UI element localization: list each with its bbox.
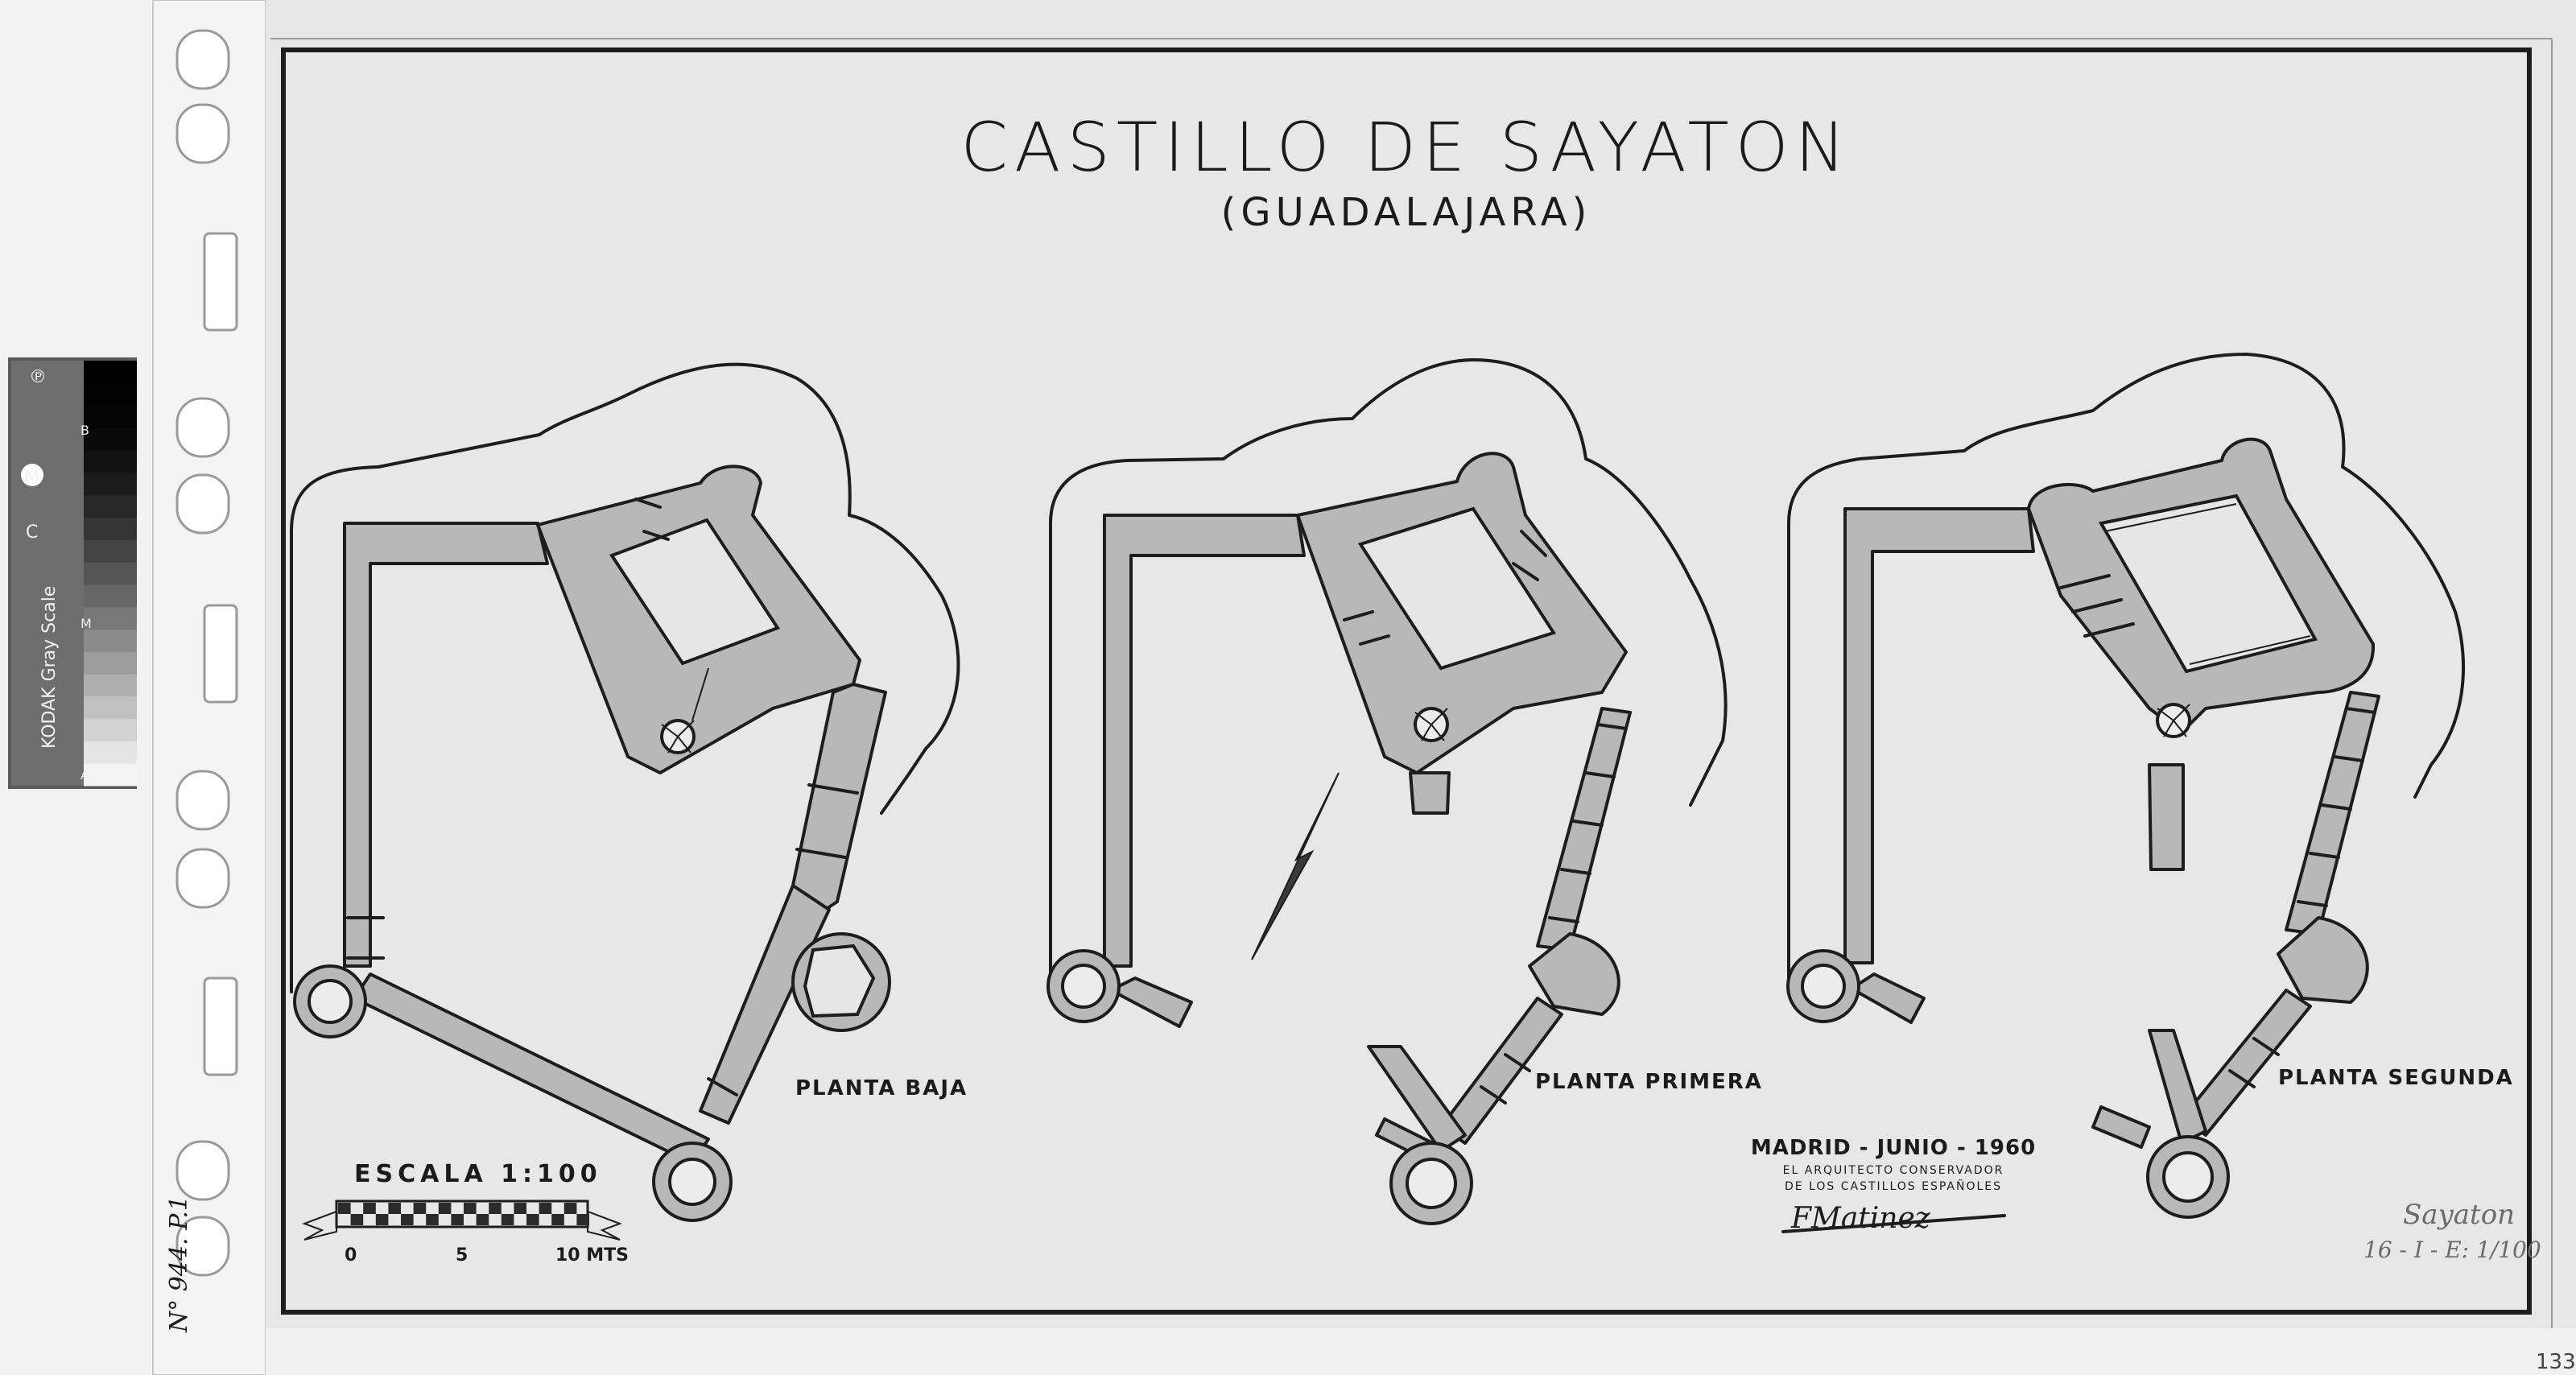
scale-cell	[476, 1214, 489, 1225]
plan-planta-segunda: PLANTA SEGUNDA	[1786, 353, 2514, 1219]
scale-cell	[539, 1203, 552, 1214]
scale-tick-0: 0	[345, 1245, 357, 1266]
place-date: MADRID - JUNIO - 1960	[1751, 1136, 2036, 1160]
gray-patch	[84, 539, 137, 563]
scale-tick-5: 5	[456, 1245, 468, 1266]
scale-cell	[526, 1214, 539, 1225]
gray-patch	[84, 405, 137, 428]
gray-patch	[84, 427, 137, 451]
gray-patch	[84, 382, 137, 407]
plan-planta-primera: PLANTA PRIMERA	[1046, 358, 1763, 1225]
scale-cell	[438, 1203, 452, 1214]
gray-patch	[84, 562, 137, 585]
scale-cell	[489, 1203, 502, 1214]
card-letter-b: B	[80, 423, 89, 438]
scale-cell	[388, 1203, 401, 1214]
scale-cell	[501, 1214, 514, 1225]
gray-patch	[84, 741, 137, 764]
card-marker-c: C	[26, 522, 38, 543]
scale-label: ESCALA 1:100	[354, 1160, 602, 1188]
gray-patch	[84, 674, 137, 697]
scale-cell	[338, 1203, 351, 1214]
scale-cell	[514, 1203, 526, 1214]
gray-patch	[84, 472, 137, 496]
gray-patch	[84, 517, 137, 540]
signature-block: MADRID - JUNIO - 1960 EL ARQUITECTO CONS…	[1751, 1136, 2036, 1235]
card-letter-a: A	[80, 767, 89, 782]
scale-cell	[576, 1214, 589, 1225]
scale-cell	[551, 1214, 564, 1225]
svg-text:℗: ℗	[29, 367, 47, 387]
gray-patch	[84, 361, 137, 384]
scale-cell	[451, 1214, 464, 1225]
scale-cell	[350, 1214, 364, 1225]
scale-bar: ESCALA 1:100 0 5 10 MTS	[302, 1160, 629, 1266]
gray-patch	[84, 629, 137, 652]
scale-tick-10: 10 MTS	[555, 1245, 629, 1266]
architect-line-1: EL ARQUITECTO CONSERVADOR	[1783, 1164, 2004, 1177]
drawing-title: CASTILLO DE SAYATON	[960, 108, 1852, 187]
gray-patch	[84, 696, 137, 720]
note-line-1: Sayaton	[2403, 1199, 2515, 1231]
card-letter-m: M	[80, 616, 92, 631]
kodak-gray-scale-card: KODAK Gray Scale A M B C M ℗	[8, 357, 137, 789]
scale-cell	[375, 1214, 389, 1225]
scale-cell	[401, 1214, 414, 1225]
scale-cell	[413, 1203, 427, 1214]
architect-line-2: DE LOS CASTILLOS ESPAÑOLES	[1785, 1179, 2002, 1193]
gray-patch	[84, 718, 137, 741]
drawing-subtitle: (GUADALAJARA)	[1221, 190, 1592, 235]
note-line-2: 16 - I - E: 1/100	[2363, 1237, 2541, 1263]
plan-label-primera: PLANTA PRIMERA	[1535, 1070, 1763, 1094]
card-marker-m: M	[24, 468, 39, 488]
scale-cell	[564, 1203, 577, 1214]
plan-planta-baja: PLANTA BAJA	[290, 362, 968, 1222]
scale-cell	[464, 1203, 477, 1214]
page-number: 133	[2536, 1350, 2576, 1374]
plan-label-baja: PLANTA BAJA	[795, 1076, 968, 1100]
gray-patch	[84, 494, 137, 518]
gray-patch	[84, 450, 137, 473]
gray-patch	[84, 584, 137, 608]
plan-label-segunda: PLANTA SEGUNDA	[2278, 1066, 2514, 1090]
gray-patch	[84, 651, 137, 675]
handwritten-note: Sayaton 16 - I - E: 1/100	[2363, 1199, 2541, 1263]
scale-cell	[363, 1203, 376, 1214]
gray-patch	[84, 763, 137, 787]
margin-reference: N° 944. P.1	[165, 1195, 193, 1333]
gray-patch	[84, 606, 137, 630]
scale-cell	[426, 1214, 439, 1225]
punched-plastic-strip	[152, 0, 266, 1375]
gray-patches	[84, 361, 137, 787]
card-brand: KODAK Gray Scale	[39, 586, 60, 749]
